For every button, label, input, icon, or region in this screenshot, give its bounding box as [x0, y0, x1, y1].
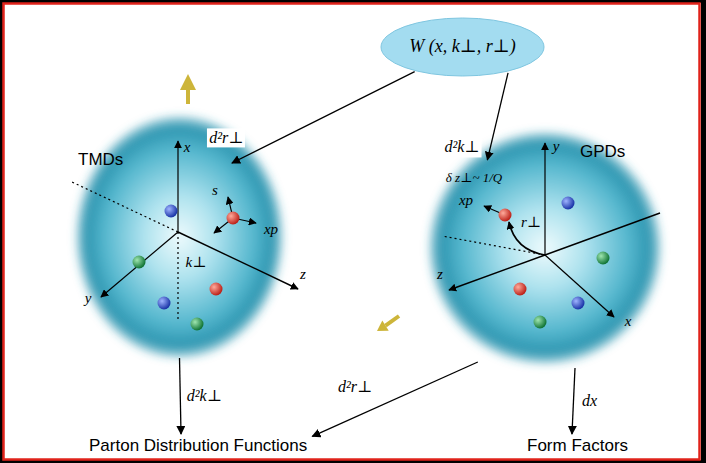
label-holder: z — [300, 265, 306, 283]
axis-label: y — [85, 290, 92, 307]
label-holder: r⊥ — [521, 213, 541, 231]
source-ellipse: W (x, k⊥, r⊥) — [380, 17, 545, 77]
axis-label: z — [300, 266, 306, 283]
axis-label: k⊥ — [186, 254, 207, 271]
node-outline — [72, 112, 287, 362]
spin-arrow — [186, 89, 190, 104]
axis-label: r⊥ — [521, 214, 541, 231]
quark-dot — [158, 297, 171, 310]
label-holder: d²k⊥ — [185, 386, 224, 405]
connector-arrow — [572, 368, 575, 434]
quark-dot — [514, 283, 527, 296]
label-holder: y — [553, 137, 560, 155]
quark-dot — [210, 283, 223, 296]
axis-label: z — [437, 266, 443, 283]
quark-dot — [562, 197, 575, 210]
quark-dot — [499, 209, 512, 222]
quark-dot — [572, 297, 585, 310]
spin-arrow — [180, 74, 196, 90]
label-holder: z — [437, 265, 443, 283]
integration-label: d²k⊥ — [185, 386, 224, 405]
label-holder: y — [85, 289, 92, 307]
axis-arrow — [544, 143, 545, 255]
integration-label: d²r⊥ — [207, 128, 245, 147]
node-label: GPDs — [580, 142, 625, 162]
label-holder: dx — [580, 391, 599, 410]
connector-arrow — [232, 72, 415, 163]
node-label: Parton Distribution Functions — [89, 436, 307, 456]
connector-arrow — [180, 358, 182, 434]
axis-label: δ z⊥~ 1/Q — [446, 171, 502, 185]
frame-border — [4, 4, 700, 460]
label-holder: k⊥ — [186, 253, 207, 271]
cloud-shape — [429, 132, 661, 364]
quark-dot — [534, 316, 547, 329]
connector-arrow — [312, 362, 478, 436]
distribution-cloud: GPDs — [425, 128, 665, 368]
integration-label: d²r⊥ — [336, 378, 374, 397]
node-label: Form Factors — [527, 436, 628, 456]
result-text: Parton Distribution Functions — [84, 434, 312, 458]
ellipse-shape — [381, 18, 544, 76]
label-holder: d²r⊥ — [207, 128, 245, 147]
axis-label: xp — [459, 192, 473, 209]
label-holder: δ z⊥~ 1/Q — [446, 168, 502, 186]
axis-arrow — [177, 141, 178, 232]
label-holder: s — [212, 181, 218, 199]
quark-dot — [191, 318, 204, 331]
axis-label: y — [553, 138, 560, 155]
label-holder: xp — [264, 220, 278, 238]
outer-edge — [701, 0, 706, 463]
quark-dot — [597, 252, 610, 265]
label-holder: d²k⊥ — [442, 138, 481, 157]
result-text: Form Factors — [522, 434, 633, 458]
integration-label: d²k⊥ — [442, 138, 481, 157]
integration-label: dx — [580, 391, 599, 410]
axis-label: x — [625, 313, 632, 330]
axis-label: x — [184, 139, 191, 156]
quark-dot — [227, 212, 240, 225]
label-holder: x — [184, 138, 191, 156]
spin-arrow — [377, 321, 389, 331]
axis-label: s — [212, 182, 218, 199]
spin-arrow — [386, 316, 400, 326]
cloud-shape — [76, 116, 283, 358]
quark-dot — [133, 256, 146, 269]
label-holder: xp — [459, 191, 473, 209]
node-label: W (x, k⊥, r⊥) — [409, 36, 515, 58]
label-holder: x — [625, 312, 632, 330]
node-outline — [425, 128, 665, 368]
node-label: TMDs — [78, 150, 123, 170]
distribution-cloud: TMDs — [72, 112, 287, 362]
label-holder: d²r⊥ — [336, 378, 374, 397]
quark-dot — [165, 205, 178, 218]
axis-label: xp — [264, 221, 278, 238]
